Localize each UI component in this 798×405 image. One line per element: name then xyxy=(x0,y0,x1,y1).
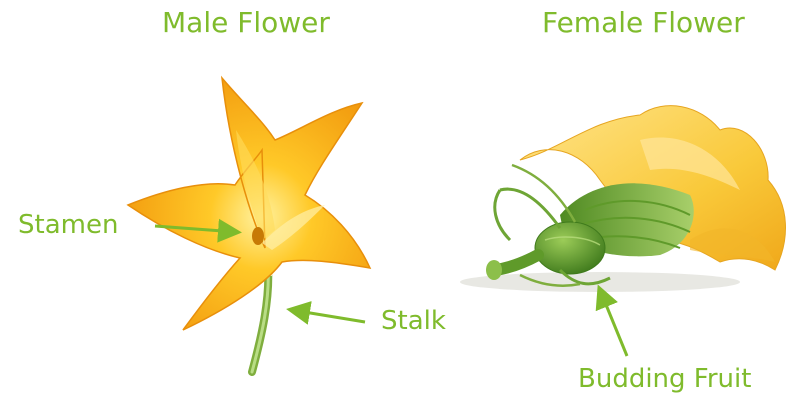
budding-fruit-label: Budding Fruit xyxy=(578,364,751,394)
stamen-label: Stamen xyxy=(18,210,118,240)
female-flower-title: Female Flower xyxy=(542,6,745,39)
stalk-label: Stalk xyxy=(381,306,446,336)
female-flower xyxy=(460,106,785,292)
male-flower xyxy=(128,78,370,330)
budding-fruit-arrow xyxy=(600,290,627,356)
stalk-arrow xyxy=(292,310,365,322)
male-flower-title: Male Flower xyxy=(162,6,330,39)
